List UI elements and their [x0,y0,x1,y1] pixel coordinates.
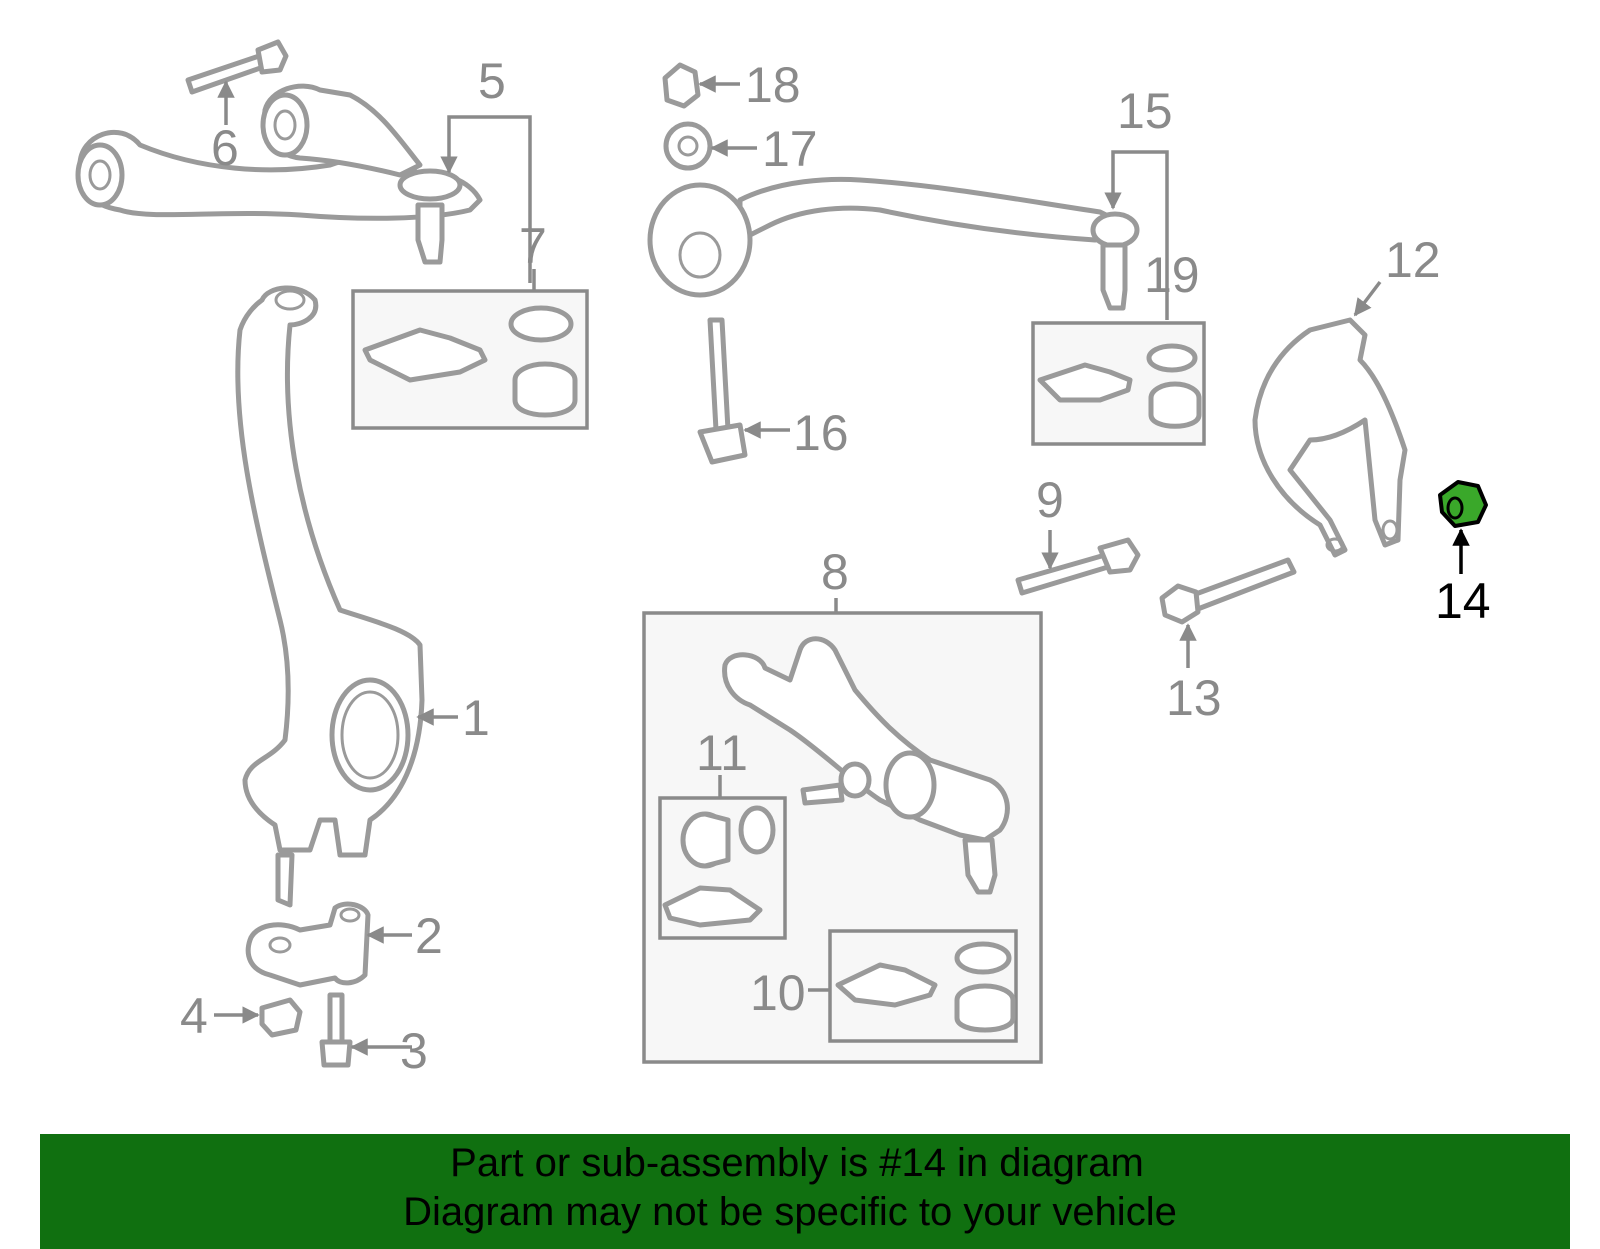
part-11-kit-box [658,796,787,940]
part-9-bolt [1015,537,1141,596]
banner-line-disclaimer: Diagram may not be specific to your vehi… [403,1190,1177,1234]
part-12-bracket [1252,317,1408,558]
callout-8: 8 [821,544,849,600]
callout-6: 6 [211,120,239,176]
callout-13: 13 [1166,670,1222,726]
part-10-kit-box [828,929,1018,1043]
callout-14: 14 [1435,573,1491,629]
callout-15: 15 [1117,83,1173,139]
part-2-bracket [245,901,371,988]
callout-1: 1 [462,690,490,746]
callout-5: 5 [478,53,506,109]
part-4-nut [259,997,303,1038]
callout-4: 4 [180,988,208,1044]
callout-3: 3 [400,1023,428,1079]
part-19-kit-box [1031,321,1206,446]
info-banner: Part or sub-assembly is #14 in diagram D… [40,1134,1570,1249]
part-3-bolt [319,992,353,1068]
callout-2: 2 [415,908,443,964]
callout-18: 18 [745,57,801,113]
part-1-steering-knuckle [235,285,425,908]
part-6-bolt [185,39,289,95]
part-16-bolt [697,317,748,465]
part-13-bolt [1159,557,1297,625]
callout-17: 17 [762,121,818,177]
leader-lines [214,75,1470,1056]
callout-7: 7 [519,218,547,274]
callout-11: 11 [696,725,748,781]
callout-labels: 6 5 7 1 2 4 3 18 17 15 19 16 12 9 14 13 … [180,53,1491,1079]
part-7-kit-box [351,289,589,430]
callout-9: 9 [1036,472,1064,528]
part-14-nut-highlighted [1438,480,1488,528]
part-15-control-arm [647,176,1140,311]
part-18-nut [662,62,701,109]
callout-12: 12 [1385,232,1441,288]
callout-10: 10 [750,965,806,1021]
part-5-upper-control-arm [75,83,483,265]
banner-line-part-number: Part or sub-assembly is #14 in diagram [450,1141,1144,1185]
callout-19: 19 [1144,247,1200,303]
callout-16: 16 [793,405,849,461]
part-17-bushing [663,121,713,171]
